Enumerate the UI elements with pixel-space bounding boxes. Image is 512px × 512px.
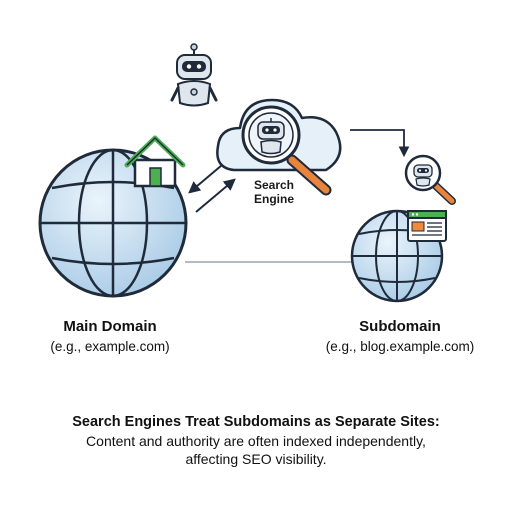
small-magnifier-icon: [404, 154, 456, 205]
arrow-engine-to-subdomain: [350, 129, 410, 158]
house-icon: [124, 135, 186, 188]
main-domain-title: Main Domain: [63, 318, 157, 335]
main-domain-subtitle: (e.g., example.com): [50, 339, 170, 354]
caption-title: Search Engines Treat Subdomains as Separ…: [72, 414, 440, 430]
search-engine-label: Search Engine: [236, 178, 312, 206]
caption-line2: affecting SEO visibility.: [185, 451, 327, 467]
browser-window-icon: [407, 210, 447, 242]
subdomain-title: Subdomain: [359, 318, 441, 335]
caption: Search Engines Treat Subdomains as Separ…: [10, 413, 502, 468]
arrow-to-engine: [195, 178, 236, 213]
search-engine-label-line1: Search: [253, 178, 295, 192]
subdomain-subtitle: (e.g., blog.example.com): [325, 339, 475, 354]
search-engine-label-line2: Engine: [253, 192, 294, 206]
crawler-robot-icon: [170, 43, 218, 107]
caption-line1: Content and authority are often indexed …: [86, 433, 426, 449]
magnifier-icon: [241, 105, 332, 196]
